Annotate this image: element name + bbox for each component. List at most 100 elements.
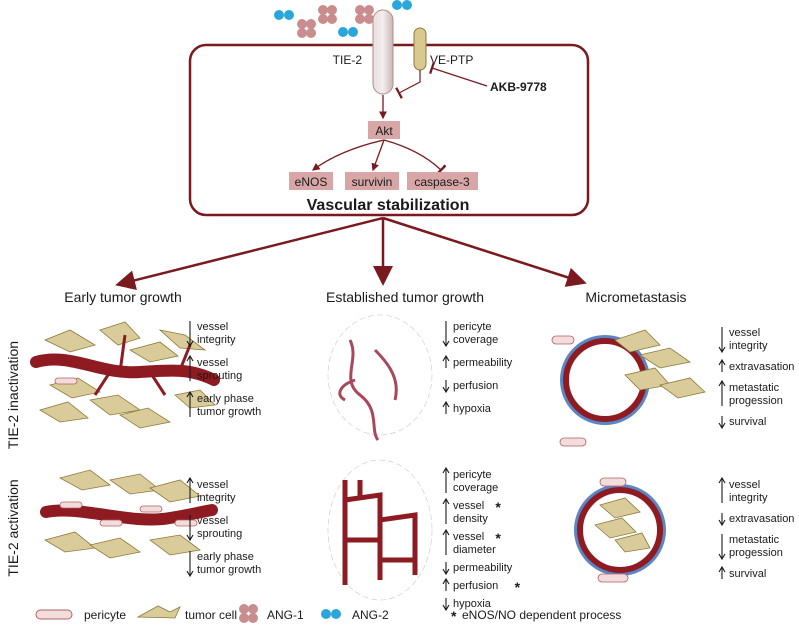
akt-to-survivin-arrow [371,139,385,172]
arrow-head [186,570,194,578]
vessel-shape [30,353,220,386]
arrow-head [442,604,450,612]
ang1-icon [239,604,258,623]
arrow-head [442,340,450,348]
veptp-inhibits-tie2-line [395,70,421,99]
arrow-head [186,476,194,484]
legend-pericyte-label: pericyte [84,608,126,622]
effect-label: early phase [197,551,254,563]
tumor-cell-icon [43,531,96,553]
legend-tumor-label: tumor cell [185,608,237,622]
ang2-dimer-icon [338,27,358,37]
effect-label: survival [729,416,766,428]
survivin-label: survivin [352,175,393,189]
effect-item: hypoxia [442,598,492,612]
pericyte-icon [551,335,575,345]
arrow-head [186,340,194,348]
illustration-early-activation [40,469,218,559]
effect-label: vessel [197,515,228,527]
arrow-head [442,466,450,474]
effect-label: early phase [197,393,254,405]
effect-item: survival [718,565,766,580]
star-marker: * [515,579,521,595]
effect-label: perfusion [453,380,498,392]
ang1-cluster-icon [318,5,337,24]
veptp-receptor [413,27,427,71]
arrow-head [186,390,194,398]
effect-item: extravasation [718,513,794,527]
legend: pericyte tumor cell ANG-1 ANG-2 * eNOS/N… [35,604,621,624]
pericyte-icon [139,505,163,513]
illustration-micro-inactivation [551,329,706,447]
tumor-cell-icon [39,401,89,423]
effect-label: pericyte [453,321,492,333]
effect-label: integrity [197,492,236,504]
effect-label: hypoxia [453,598,492,610]
arrow-head [442,577,450,585]
akt-inhibits-caspase-line [383,139,447,176]
arrow-head [718,565,726,573]
arrow-head [186,354,194,362]
effect-label: integrity [197,334,236,346]
effect-label: vessel [197,479,228,491]
pericyte-icon [99,519,123,527]
tumor-cell-icon [99,321,141,346]
tie2-receptor [372,9,394,95]
arrow-head [442,528,450,536]
tumor-cell-icon [149,479,201,503]
effect-label: density [453,513,488,525]
effect-label: survival [729,568,766,580]
veptp-label: VE-PTP [430,53,473,67]
effect-label: vessel [729,327,760,339]
ang2-icon [321,609,341,619]
arrow-head [442,497,450,505]
effect-item: extravasation [718,358,794,373]
vessel-shape [40,504,218,526]
arrow-head [442,386,450,394]
tumor-cell-icon [128,341,179,363]
legend-ang1-label: ANG-1 [267,608,304,622]
vessel-branch [93,334,192,396]
effect-label: sprouting [197,528,242,540]
arrow-head [186,534,194,542]
effect-label: coverage [453,482,498,494]
capillary-mesh [327,459,433,601]
pericyte-icon [59,501,83,509]
tumor-cell-icon [119,407,172,429]
effect-label: integrity [729,492,768,504]
arrow-head [442,354,450,362]
row-label-inactivation: TIE-2 inactivation [5,341,21,449]
pericyte-icon [35,609,73,620]
column-header-micro: Micrometastasis [585,289,686,305]
ang2-dimer-icon [392,0,412,10]
footnote-text: eNOS/NO dependent process [462,608,621,622]
effect-label: tumor growth [197,406,261,418]
arrow-head [718,476,726,484]
effect-item: hypoxia [442,400,492,415]
effect-label: vessel [197,357,228,369]
column-header-early: Early tumor growth [64,289,181,305]
effect-label: extravasation [729,361,794,373]
column-header-established: Established tumor growth [326,289,484,305]
pericyte-icon [54,377,78,385]
akt-box [368,121,400,139]
tumor-cell-icon [594,517,637,539]
drug-inhibits-veptp-line [428,61,488,87]
pericyte-icon [174,519,198,527]
tumor-cell-icon [638,347,691,369]
arrow-head [718,358,726,366]
pericyte-icon [597,573,629,583]
effect-label: permeability [453,562,513,574]
illustration-micro-activation [574,477,666,583]
tumor-cell-icon [44,329,97,353]
effect-label: extravasation [729,513,794,525]
pericyte-icon [559,437,587,447]
